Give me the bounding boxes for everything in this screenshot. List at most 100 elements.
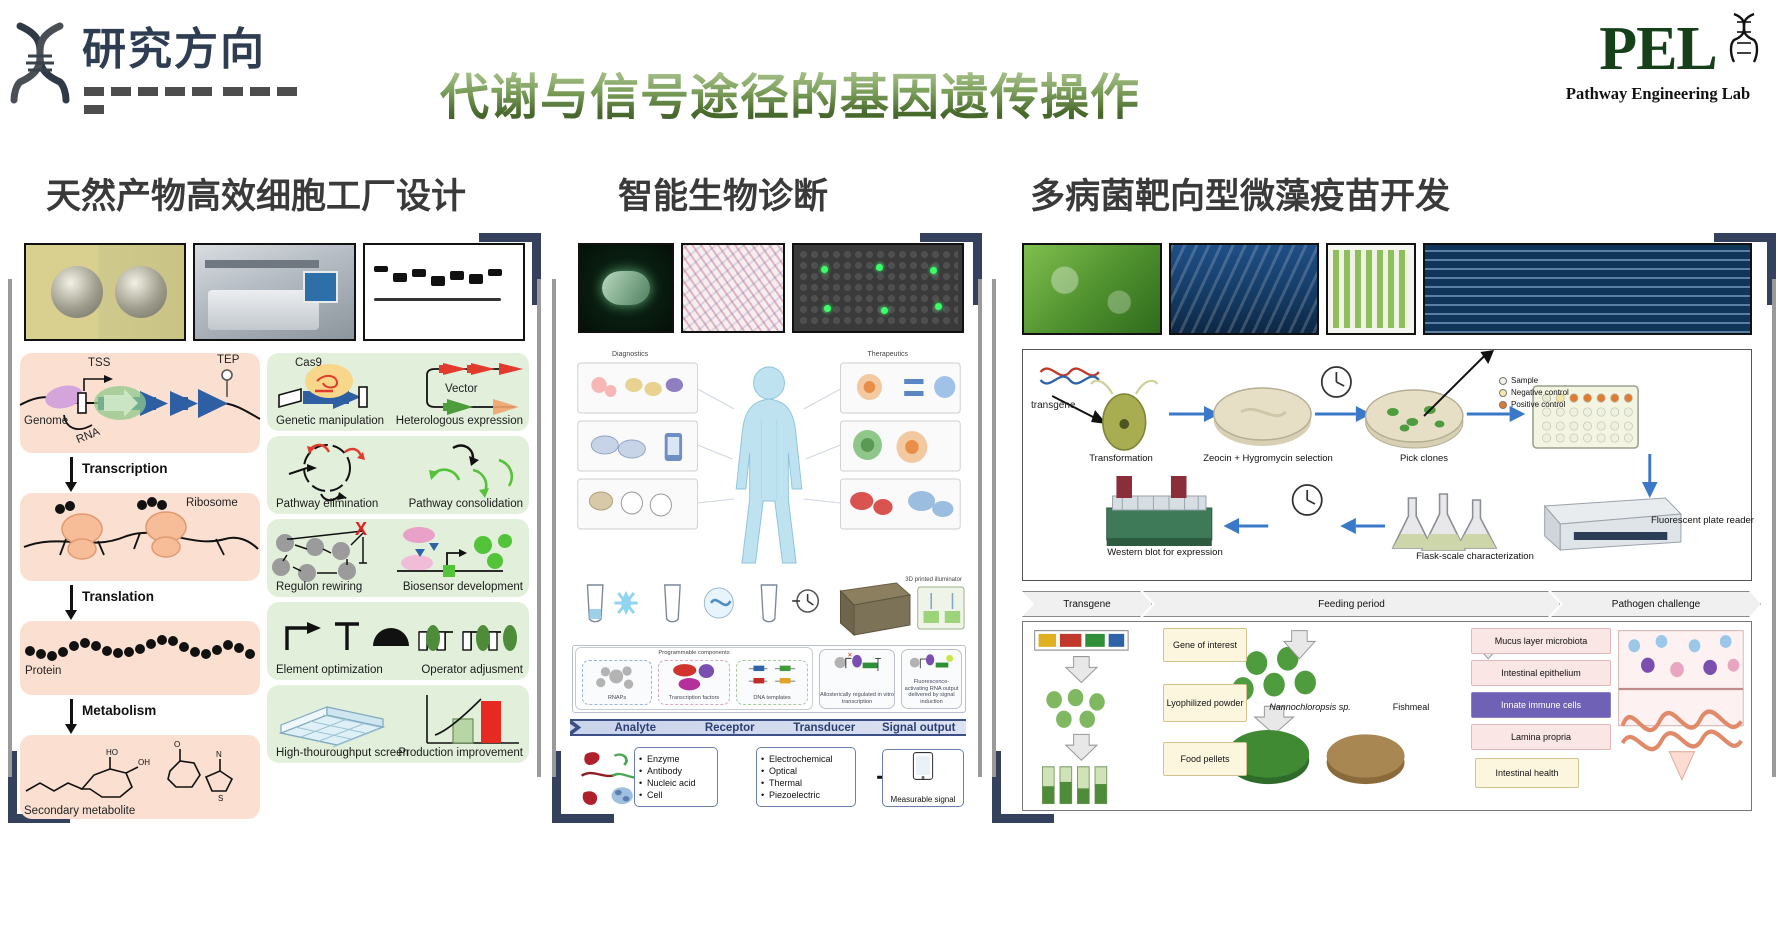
page-title: 代谢与信号途径的基因遗传操作	[380, 71, 1200, 126]
svg-text:✕: ✕	[847, 652, 852, 659]
chip-fluorescence-caption: Fluorescence-activating RNA output deliv…	[904, 679, 959, 705]
label-tep: TEP	[217, 354, 240, 366]
step-transformation: Transformation	[1089, 453, 1153, 464]
logo-wordmark: PEL	[1599, 15, 1718, 83]
dna-helix-icon	[8, 22, 70, 104]
stage-transcription-unit: TSS TEP Genome RNA	[19, 353, 261, 453]
toolbox-row-1: Cas9 Vector Genetic manipulation Heterol…	[267, 353, 529, 431]
toolbox-row-2: Pathway elimination Pathway consolidatio…	[267, 436, 529, 514]
panel1-content: TSS TEP Genome RNA Transcription	[19, 243, 529, 819]
analyte-item: Nucleic acid	[639, 778, 715, 788]
label-vector: Vector	[445, 383, 478, 395]
tag-fishmeal: Fishmeal	[1392, 701, 1430, 712]
transducer-item: Thermal	[761, 778, 853, 788]
caption-biosensor-development: Biosensor development	[402, 581, 523, 593]
central-dogma-column: TSS TEP Genome RNA Transcription	[19, 353, 261, 819]
legend-negative-label: Negative control	[1511, 388, 1569, 397]
phase-transgene[interactable]: Transgene	[1022, 591, 1152, 617]
stage-metabolite-unit: HO OH O N S Secondary metabolite	[20, 735, 260, 819]
svg-text:O: O	[174, 740, 180, 749]
arrow-transcription	[65, 457, 77, 492]
step-translation: Translation	[82, 589, 155, 604]
label-therapeutics: Therapeutics	[867, 351, 908, 358]
lab-instrument-photo	[193, 243, 356, 341]
svg-text:HO: HO	[106, 748, 118, 757]
microalgae-culture-photo	[1022, 243, 1162, 335]
panel1-photo-strip	[24, 243, 525, 341]
bracket2-bottom-left-v	[552, 751, 561, 823]
tag-mucus-layer-microbiota: Mucus layer microbiota	[1471, 628, 1611, 654]
diagnostics-therapeutics-schematic: Diagnostics Therapeutics	[572, 349, 966, 579]
panel-cell-factory: TSS TEP Genome RNA Transcription	[8, 233, 541, 823]
label-transgene: transgene	[1031, 400, 1076, 411]
tag-innate-immune-cells: Innate immune cells	[1471, 692, 1611, 718]
measurable-signal-caption: Measurable signal	[890, 795, 956, 804]
toolbox-row-3: X Regulon rewiring Biosensor developmen	[267, 519, 529, 597]
phase-pathogen-challenge[interactable]: Pathogen challenge	[1551, 591, 1761, 617]
panel2-photo-strip	[578, 243, 964, 333]
legend-sample-label: Sample	[1511, 376, 1539, 385]
tag-gene-of-interest: Gene of interest	[1163, 628, 1247, 662]
svg-text:S: S	[218, 794, 223, 803]
chip-rnaps: RNAPs	[582, 660, 652, 705]
flow-chevron-icon	[570, 719, 582, 736]
chip-tf-caption: Transcription factors	[668, 694, 720, 701]
chip-dna-caption: DNA templates	[753, 694, 791, 701]
legend-sample-swatch	[1499, 376, 1507, 385]
plate-legend: Sample Negative control Positive control	[1499, 376, 1569, 412]
step-metabolism: Metabolism	[82, 703, 157, 718]
trial-outcome-panel: Gene of interest Lyophilized powder Food…	[1022, 621, 1752, 811]
label-cas9: Cas9	[295, 357, 322, 369]
bracket3-bottom-left-h	[992, 814, 1054, 823]
bracket2-top-right-v	[973, 233, 982, 305]
panel2-diagram-body: Diagnostics Therapeutics	[564, 349, 970, 813]
caption-element-optimization: Element optimization	[276, 664, 383, 676]
toolbox-row-4: Element optimization Operator adjusment	[267, 602, 529, 680]
section-heading-1: 天然产物高效细胞工厂设计	[46, 177, 467, 216]
caption-genetic-manipulation: Genetic manipulation	[276, 415, 385, 427]
panel3-photo-strip	[1022, 243, 1752, 335]
reagent-instrument-row: 3D printed illuminator	[572, 577, 966, 641]
toolbox-row-5: High-thouroughput screen Production impr…	[267, 685, 529, 763]
caption-high-throughput-screen: High-thouroughput screen	[276, 747, 409, 759]
step-flask-characterization: Flask-scale characterization	[1416, 551, 1534, 562]
header-dashed-rule	[84, 83, 324, 114]
bracket-bottom-left-v	[8, 751, 17, 823]
transducer-item: Piezoelectric	[761, 790, 853, 800]
chip-transcription-factors: Transcription factors	[658, 660, 730, 705]
label-diagnostics: Diagnostics	[612, 351, 649, 358]
slide-header: 研究方向 代谢与信号途径的基因遗传操作 PEL Pathway Engineer…	[0, 0, 1778, 150]
step-selection: Zeocin + Hygromycin selection	[1203, 453, 1333, 464]
label-protein: Protein	[25, 665, 62, 677]
phase-feeding-period[interactable]: Feeding period	[1143, 591, 1560, 617]
bracket3-bottom-left-v	[992, 751, 1001, 823]
caption-pathway-consolidation: Pathway consolidation	[408, 498, 523, 510]
panel2-content: Diagnostics Therapeutics	[564, 243, 970, 813]
analyte-item: Cell	[639, 790, 715, 800]
label-3d-illuminator: 3D printed illuminator	[905, 577, 962, 583]
bacterium-sem-photo	[578, 243, 674, 333]
tag-nannochloropsis: Nannochloropsis sp.	[1269, 701, 1351, 712]
bracket2-bottom-left-h	[552, 814, 614, 823]
caption-operator-adjusment: Operator adjusment	[421, 664, 523, 676]
arrow-metabolism	[65, 699, 77, 734]
step-plate-reader: Fluorescent plate reader	[1651, 515, 1754, 526]
measurable-signal-box: Measurable signal	[882, 749, 964, 807]
analyte-item: Enzyme	[639, 754, 715, 764]
toolbox-column: Cas9 Vector Genetic manipulation Heterol…	[267, 353, 529, 813]
panel3-right-rule	[1772, 279, 1776, 777]
96-well-plate-photo	[1326, 243, 1416, 335]
transducer-list: Electrochemical Optical Thermal Piezoele…	[756, 747, 856, 807]
legend-positive-swatch	[1499, 400, 1507, 409]
tissue-section-photo	[681, 243, 785, 333]
arrow-translation	[65, 585, 77, 620]
step-pick-clones: Pick clones	[1399, 453, 1449, 464]
logo-helix-icon	[1728, 12, 1762, 64]
section-heading-3: 多病菌靶向型微藻疫苗开发	[1030, 177, 1451, 216]
panel-right-rule	[537, 279, 541, 777]
header-eyebrow: 研究方向	[82, 25, 266, 74]
panel3-diagram-body: transgene Transformation Zeocin + Hygrom…	[1004, 349, 1764, 813]
chip-rnaps-caption: RNAPs	[607, 694, 627, 701]
legend-negative-swatch	[1499, 388, 1507, 397]
